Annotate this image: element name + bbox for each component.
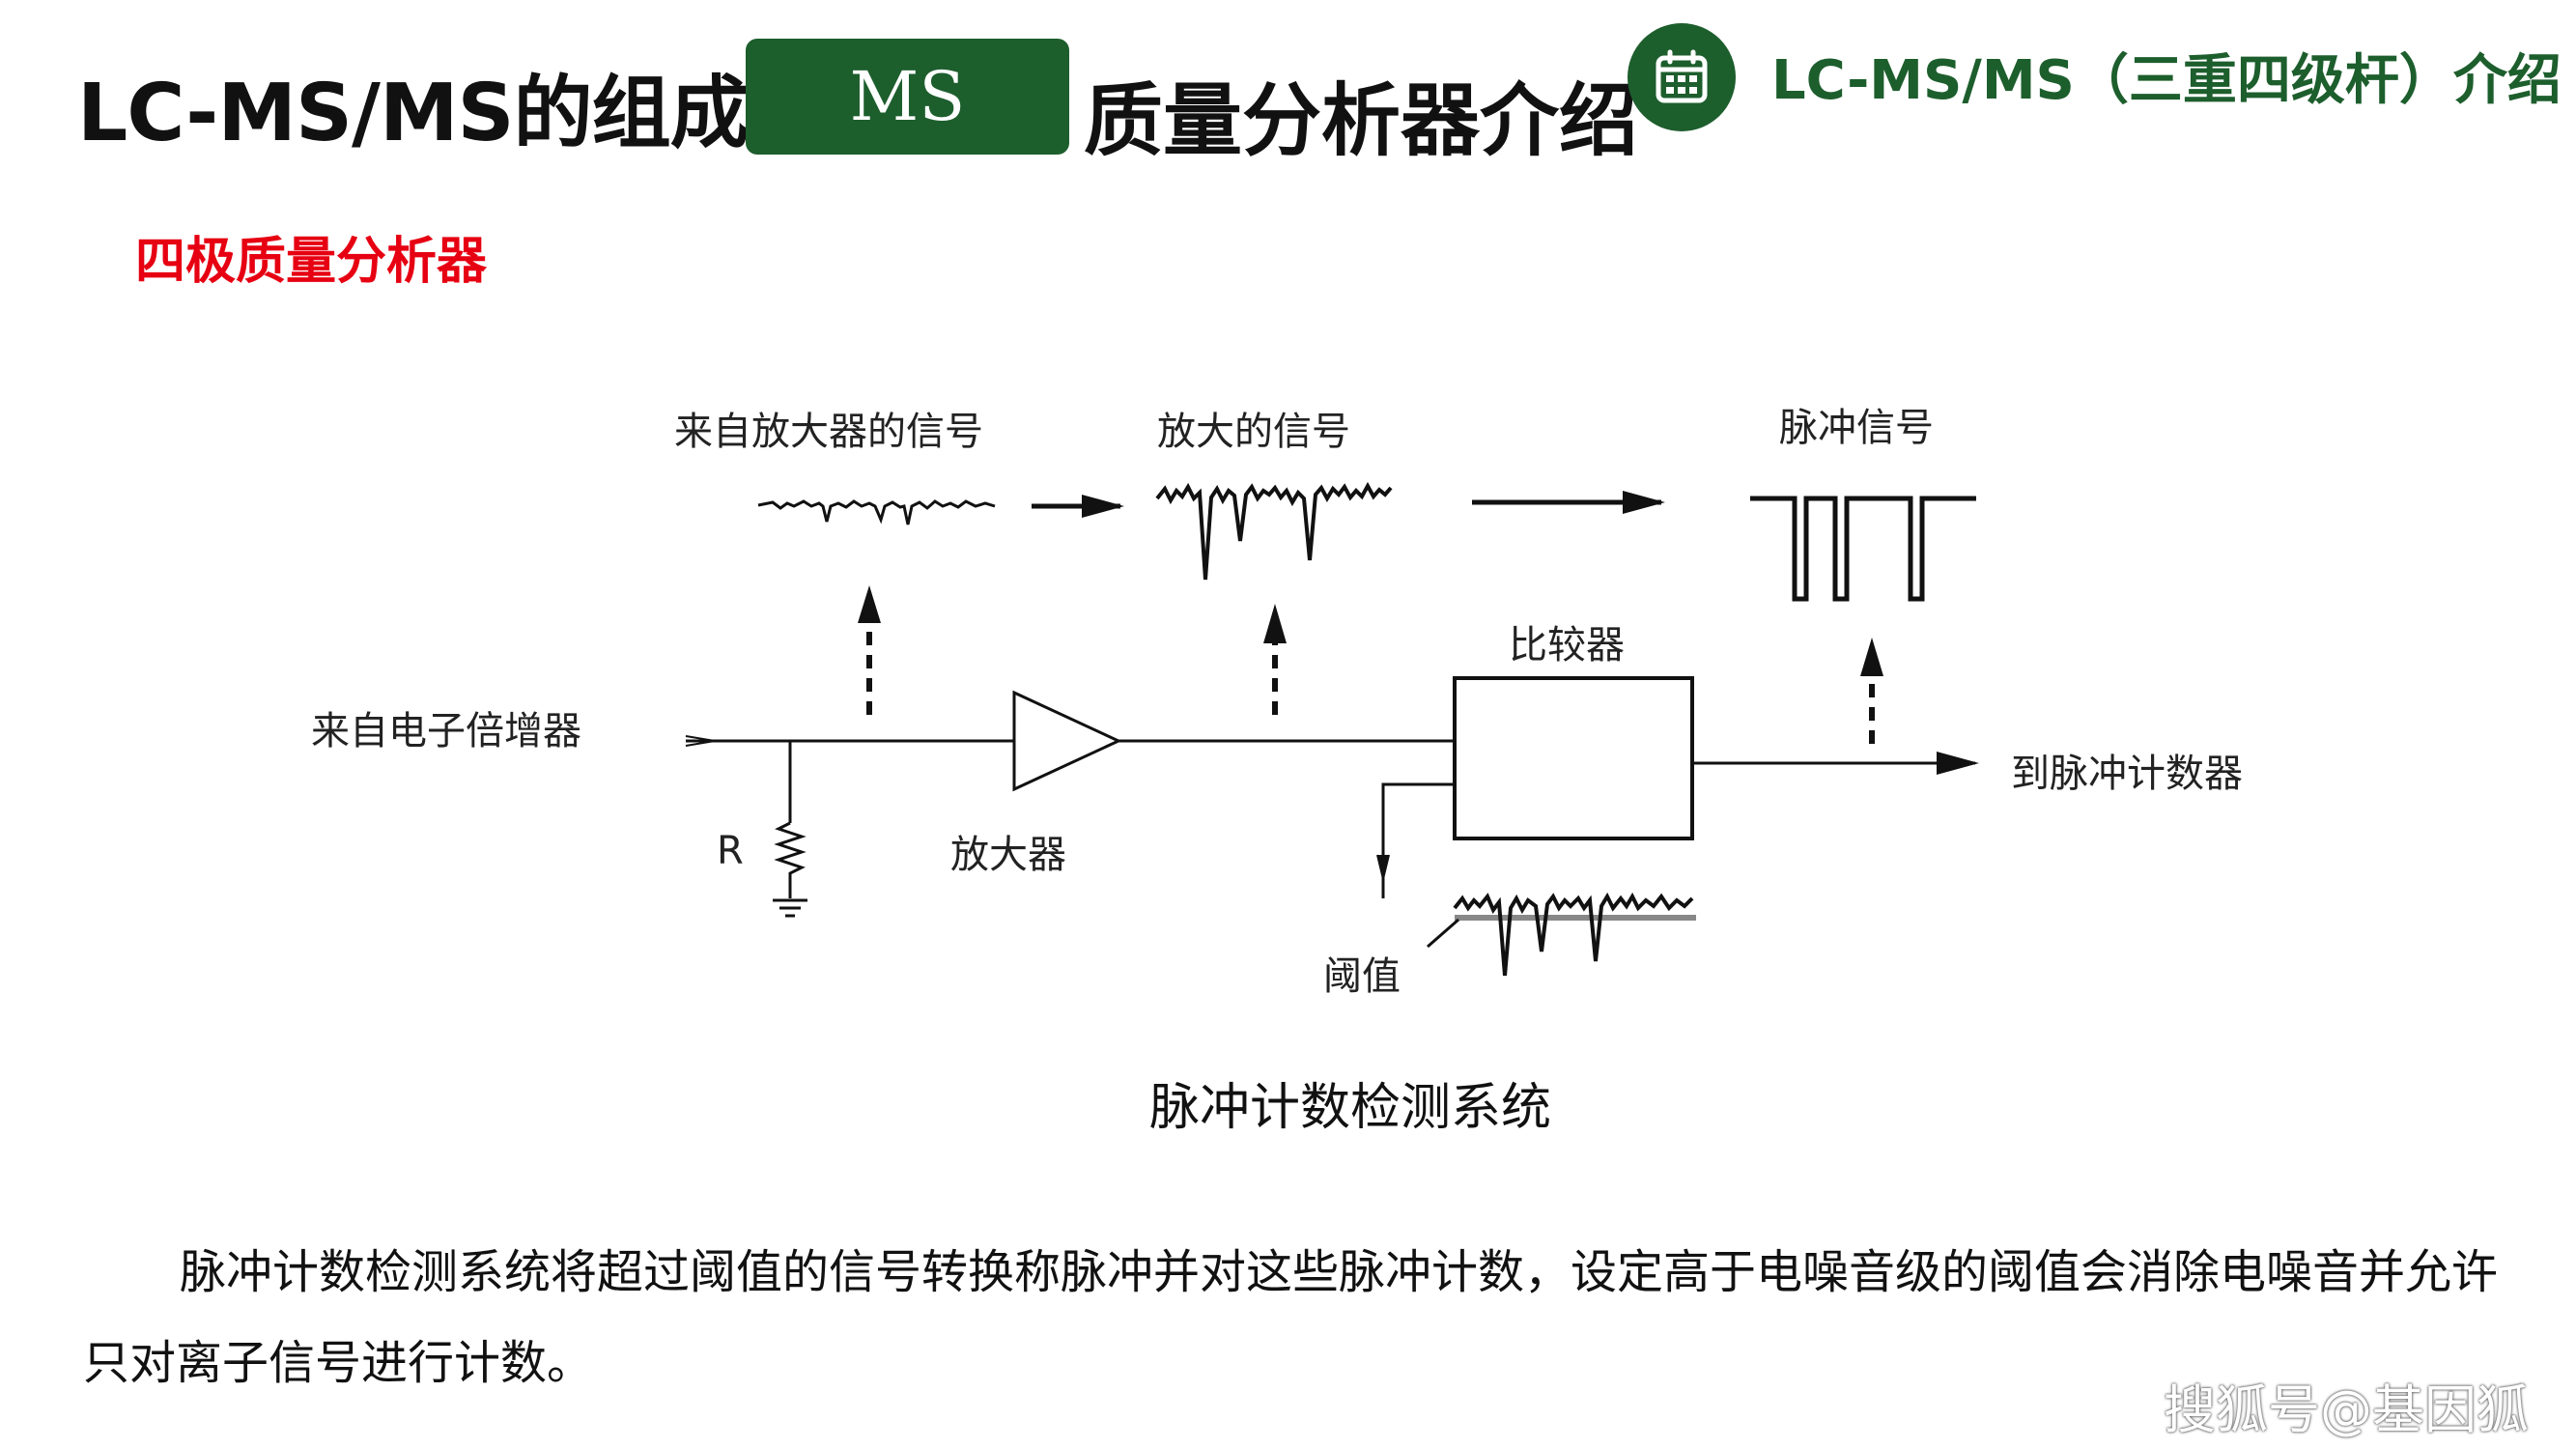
dashed-arrow-1-head bbox=[858, 585, 881, 623]
dashed-arrow-2-head bbox=[1263, 604, 1287, 643]
threshold-arrow bbox=[1376, 854, 1390, 880]
threshold-line bbox=[1381, 782, 1455, 898]
ms-badge: MS bbox=[746, 39, 1069, 155]
amplifier-triangle bbox=[1012, 690, 1122, 792]
description-text: 脉冲计数检测系统将超过阈值的信号转换称脉冲并对这些脉冲计数，设定高于电噪音级的阈… bbox=[83, 1245, 2499, 1390]
diagram-caption: 脉冲计数检测系统 bbox=[1149, 1079, 1552, 1137]
input-arrow-head bbox=[685, 735, 716, 747]
label-amplified-signal: 放大的信号 bbox=[1157, 410, 1350, 454]
threshold-band bbox=[1455, 915, 1696, 921]
label-amplifier: 放大器 bbox=[950, 833, 1066, 877]
dashed-arrow-3-head bbox=[1860, 638, 1883, 676]
label-pulse-signal: 脉冲信号 bbox=[1779, 406, 1934, 450]
label-threshold: 阈值 bbox=[1323, 954, 1401, 999]
description-paragraph: 脉冲计数检测系统将超过阈值的信号转换称脉冲并对这些脉冲计数，设定高于电噪音级的阈… bbox=[83, 1227, 2498, 1408]
resistor-symbol bbox=[774, 821, 807, 898]
waveform-threshold bbox=[1453, 892, 1694, 977]
waveform-from-amplifier bbox=[757, 499, 996, 526]
calendar-icon bbox=[1628, 23, 1736, 131]
section-heading: 四极质量分析器 bbox=[135, 233, 488, 291]
label-from-amplifier-signal: 来自放大器的信号 bbox=[674, 410, 983, 454]
label-to-pulse-counter: 到脉冲计数器 bbox=[2011, 752, 2243, 796]
comparator-box bbox=[1453, 676, 1694, 840]
label-comparator: 比较器 bbox=[1509, 623, 1625, 668]
threshold-pointer bbox=[1427, 918, 1459, 949]
ground-symbol bbox=[773, 898, 807, 918]
waveform-pulse bbox=[1750, 496, 1976, 602]
watermark-text: 搜狐号@基因狐 bbox=[2164, 1379, 2529, 1440]
label-from-electron-multiplier: 来自电子倍增器 bbox=[311, 709, 581, 753]
page-title-right: 质量分析器介绍 bbox=[1084, 75, 1639, 167]
label-resistor: R bbox=[717, 829, 744, 873]
page-title-left: LC-MS/MS的组成 bbox=[77, 68, 750, 159]
waveform-amplified bbox=[1155, 481, 1393, 581]
page-subtitle: LC-MS/MS（三重四级杆）介绍 bbox=[1771, 49, 2562, 112]
